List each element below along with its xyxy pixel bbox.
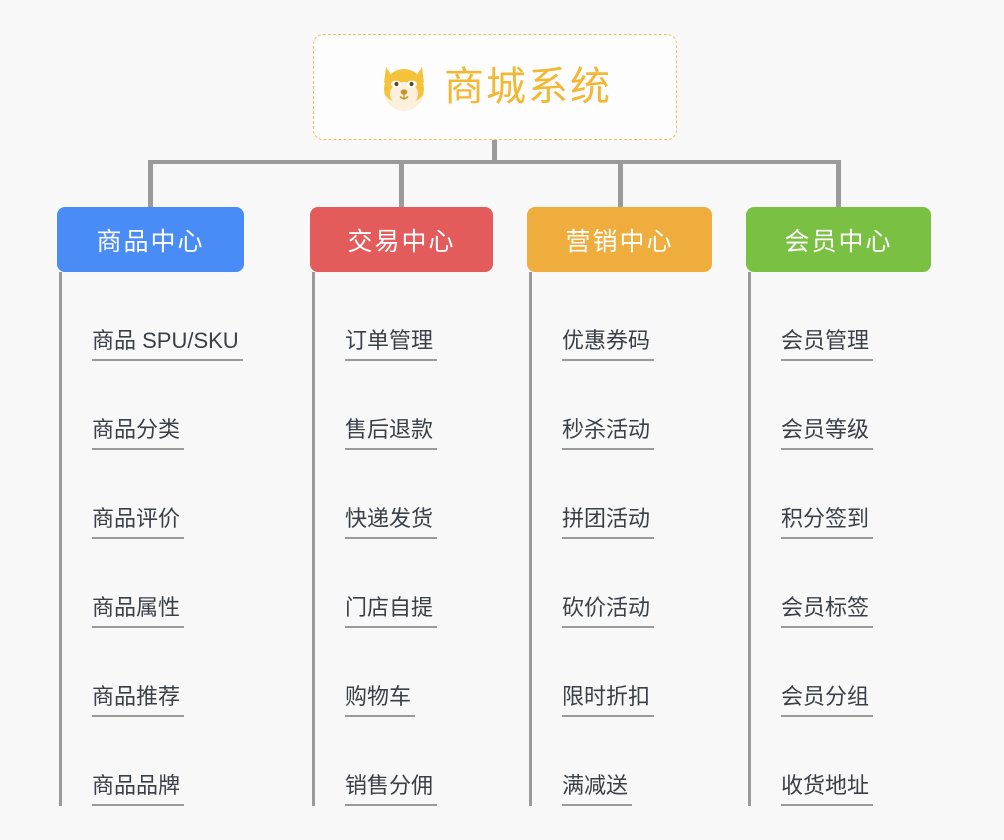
leaf-label: 满减送 — [562, 773, 633, 806]
list-item[interactable]: 商品评价 — [59, 450, 243, 539]
leaf-label: 商品推荐 — [92, 684, 185, 717]
leaf-label: 商品分类 — [92, 417, 185, 450]
category-label: 会员中心 — [784, 227, 893, 256]
connector-drop-4 — [836, 160, 841, 208]
leaf-label: 订单管理 — [345, 328, 438, 361]
list-item[interactable]: 秒杀活动 — [529, 361, 655, 450]
leaf-label: 商品品牌 — [92, 773, 185, 806]
leaf-label: 积分签到 — [781, 506, 874, 539]
list-item[interactable]: 收货地址 — [748, 717, 874, 806]
list-item[interactable]: 会员分组 — [748, 628, 874, 717]
root-node[interactable]: 商城系统 — [313, 34, 677, 140]
category-header-4[interactable]: 会员中心 — [746, 207, 931, 272]
connector-drop-3 — [618, 160, 623, 208]
category-label: 营销中心 — [565, 227, 674, 256]
leaf-label: 限时折扣 — [562, 684, 655, 717]
branch-column-1: 商品中心 商品 SPU/SKU 商品分类 商品评价 商品属性 商品推荐 商品品牌 — [57, 207, 244, 806]
branch-trunk-1 — [59, 272, 62, 806]
category-header-1[interactable]: 商品中心 — [57, 207, 244, 272]
list-item[interactable]: 商品分类 — [59, 361, 243, 450]
leaf-list-1: 商品 SPU/SKU 商品分类 商品评价 商品属性 商品推荐 商品品牌 — [59, 272, 243, 806]
leaf-label: 会员分组 — [781, 684, 874, 717]
leaf-label: 会员标签 — [781, 595, 874, 628]
branch-trunk-4 — [748, 272, 751, 806]
list-item[interactable]: 拼团活动 — [529, 450, 655, 539]
list-item[interactable]: 售后退款 — [312, 361, 438, 450]
leaf-list-3: 优惠券码 秒杀活动 拼团活动 砍价活动 限时折扣 满减送 — [529, 272, 655, 806]
list-item[interactable]: 会员标签 — [748, 539, 874, 628]
category-header-2[interactable]: 交易中心 — [310, 207, 493, 272]
list-item[interactable]: 商品品牌 — [59, 717, 243, 806]
list-item[interactable]: 门店自提 — [312, 539, 438, 628]
list-item[interactable]: 订单管理 — [312, 272, 438, 361]
connector-drop-1 — [148, 160, 153, 208]
category-header-3[interactable]: 营销中心 — [527, 207, 712, 272]
leaf-label: 商品评价 — [92, 506, 185, 539]
root-title: 商城系统 — [444, 65, 612, 109]
leaf-label: 快递发货 — [345, 506, 438, 539]
leaf-label: 砍价活动 — [562, 595, 655, 628]
leaf-label: 优惠券码 — [562, 328, 655, 361]
list-item[interactable]: 满减送 — [529, 717, 654, 806]
branch-trunk-2 — [312, 272, 315, 806]
leaf-label: 会员等级 — [781, 417, 874, 450]
branch-column-4: 会员中心 会员管理 会员等级 积分签到 会员标签 会员分组 收货地址 — [746, 207, 931, 806]
leaf-list-4: 会员管理 会员等级 积分签到 会员标签 会员分组 收货地址 — [748, 272, 874, 806]
leaf-label: 购物车 — [345, 684, 416, 717]
category-label: 商品中心 — [96, 227, 205, 256]
leaf-label: 销售分佣 — [345, 773, 438, 806]
list-item[interactable]: 快递发货 — [312, 450, 438, 539]
list-item[interactable]: 商品 SPU/SKU — [59, 272, 243, 361]
list-item[interactable]: 会员等级 — [748, 361, 874, 450]
list-item[interactable]: 积分签到 — [748, 450, 874, 539]
leaf-label: 门店自提 — [345, 595, 438, 628]
connector-root-stem — [492, 140, 497, 164]
shiba-dog-face-icon — [378, 61, 430, 113]
list-item[interactable]: 会员管理 — [748, 272, 874, 361]
list-item[interactable]: 优惠券码 — [529, 272, 655, 361]
leaf-label: 商品 SPU/SKU — [92, 328, 243, 361]
leaf-label: 秒杀活动 — [562, 417, 655, 450]
branch-column-3: 营销中心 优惠券码 秒杀活动 拼团活动 砍价活动 限时折扣 满减送 — [527, 207, 712, 806]
leaf-list-2: 订单管理 售后退款 快递发货 门店自提 购物车 销售分佣 — [312, 272, 438, 806]
connector-drop-2 — [399, 160, 404, 208]
leaf-label: 会员管理 — [781, 328, 874, 361]
list-item[interactable]: 限时折扣 — [529, 628, 655, 717]
branch-trunk-3 — [529, 272, 532, 806]
category-label: 交易中心 — [347, 227, 456, 256]
leaf-label: 拼团活动 — [562, 506, 655, 539]
list-item[interactable]: 销售分佣 — [312, 717, 438, 806]
leaf-label: 商品属性 — [92, 595, 185, 628]
leaf-label: 收货地址 — [781, 773, 874, 806]
list-item[interactable]: 商品推荐 — [59, 628, 243, 717]
list-item[interactable]: 商品属性 — [59, 539, 243, 628]
list-item[interactable]: 购物车 — [312, 628, 437, 717]
connector-horizontal-bus — [148, 160, 840, 164]
branch-column-2: 交易中心 订单管理 售后退款 快递发货 门店自提 购物车 销售分佣 — [310, 207, 493, 806]
list-item[interactable]: 砍价活动 — [529, 539, 655, 628]
leaf-label: 售后退款 — [345, 417, 438, 450]
